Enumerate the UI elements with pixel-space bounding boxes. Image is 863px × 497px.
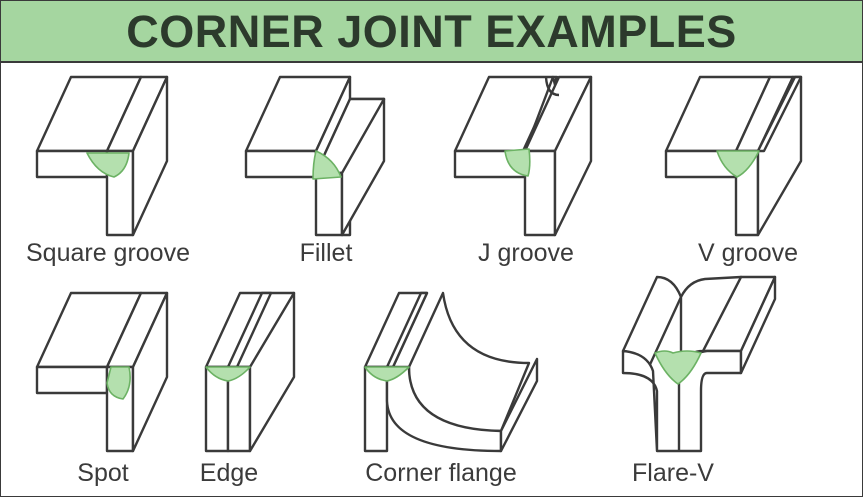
label-fillet: Fillet: [300, 239, 353, 268]
label-flare-v: Flare-V: [632, 459, 714, 488]
label-spot: Spot: [77, 459, 128, 488]
fillet-joint-drawing: [246, 77, 384, 235]
square-groove-joint-drawing: [37, 77, 167, 235]
label-square-groove: Square groove: [26, 239, 190, 268]
corner-flange-joint-drawing: [365, 293, 537, 451]
edge-joint-drawing: [206, 293, 294, 451]
label-corner-flange: Corner flange: [365, 459, 516, 488]
j-groove-joint-drawing: [455, 77, 591, 235]
spot-joint-drawing: [37, 293, 167, 451]
v-groove-joint-drawing: [666, 77, 801, 235]
label-j-groove: J groove: [478, 239, 574, 268]
flare-v-joint-drawing: [623, 277, 775, 451]
label-edge: Edge: [200, 459, 258, 488]
label-v-groove: V groove: [698, 239, 798, 268]
